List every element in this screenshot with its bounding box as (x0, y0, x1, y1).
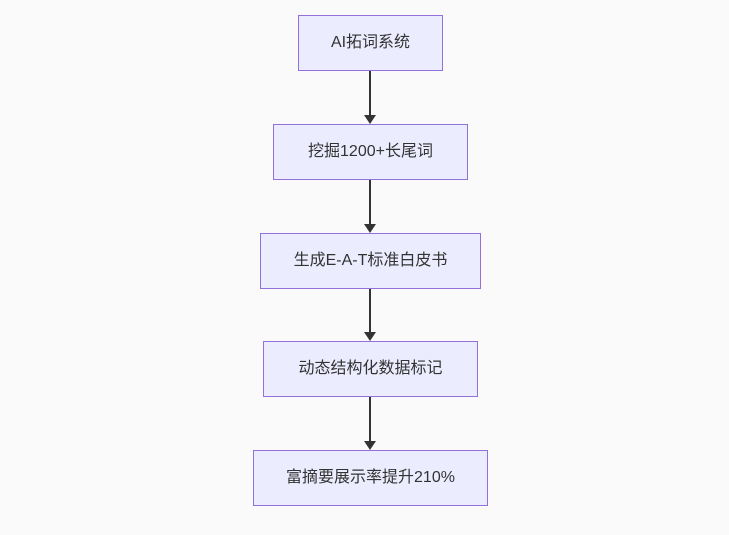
arrow-down-icon (364, 224, 376, 233)
arrow-down-icon (364, 332, 376, 341)
flow-node-longtail-mining: 挖掘1200+长尾词 (273, 124, 468, 180)
flow-node-label: AI拓词系统 (330, 34, 411, 52)
flow-node-label: 挖掘1200+长尾词 (308, 143, 433, 161)
arrow-line (369, 180, 371, 225)
arrow-line (369, 289, 371, 333)
flow-node-structured-data-markup: 动态结构化数据标记 (263, 341, 478, 397)
flow-node-label: 动态结构化数据标记 (298, 360, 443, 378)
arrow-connector-3 (364, 289, 376, 341)
arrow-connector-4 (364, 397, 376, 450)
flow-node-ai-keyword-system: AI拓词系统 (298, 15, 443, 71)
arrow-down-icon (364, 115, 376, 124)
arrow-connector-1 (364, 71, 376, 124)
flow-node-rich-snippet-result: 富摘要展示率提升210% (253, 450, 488, 506)
flow-node-label: 生成E-A-T标准白皮书 (293, 252, 448, 270)
arrow-down-icon (364, 441, 376, 450)
arrow-line (369, 397, 371, 442)
flow-node-eat-whitepaper: 生成E-A-T标准白皮书 (260, 233, 481, 289)
arrow-connector-2 (364, 180, 376, 233)
flow-node-label: 富摘要展示率提升210% (286, 469, 455, 487)
arrow-line (369, 71, 371, 116)
